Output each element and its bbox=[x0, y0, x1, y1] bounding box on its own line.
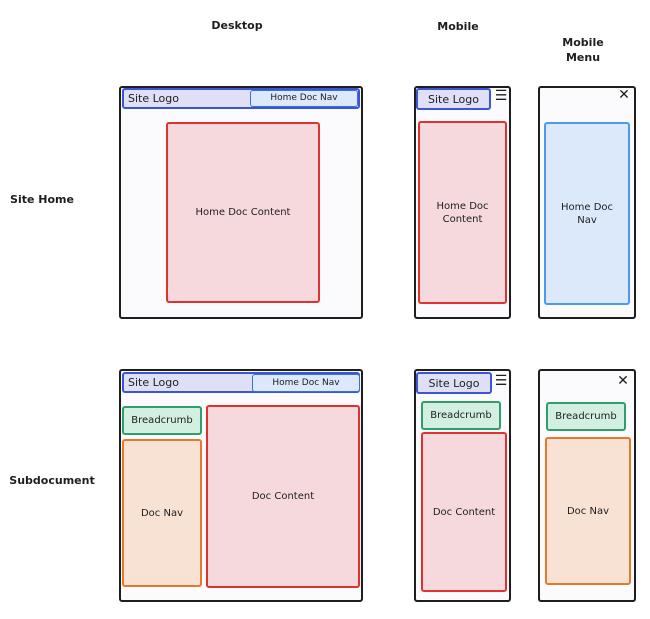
mobile-menu-home-doc-nav[interactable]: Home Doc Nav bbox=[544, 122, 630, 305]
row-label-subdocument: Subdocument bbox=[9, 474, 95, 487]
desktop-sub-doc-nav[interactable]: Doc Nav bbox=[122, 439, 202, 587]
site-logo-label: Site Logo bbox=[128, 376, 179, 389]
column-label-desktop: Desktop bbox=[211, 19, 263, 32]
mobile-menu-sub-breadcrumb[interactable]: Breadcrumb bbox=[546, 402, 626, 431]
desktop-home-doc-content: Home Doc Content bbox=[166, 122, 320, 303]
site-logo-label: Site Logo bbox=[128, 92, 179, 105]
mobile-sub-site-logo[interactable]: Site Logo bbox=[416, 372, 492, 394]
close-icon[interactable]: ✕ bbox=[617, 373, 629, 389]
desktop-home-doc-nav[interactable]: Home Doc Nav bbox=[250, 90, 358, 107]
hamburger-icon[interactable]: ☰ bbox=[494, 373, 508, 389]
mobile-menu-sub-doc-nav[interactable]: Doc Nav bbox=[545, 437, 631, 585]
desktop-sub-doc-content: Doc Content bbox=[206, 405, 360, 588]
mobile-home-site-logo[interactable]: Site Logo bbox=[416, 88, 491, 110]
column-label-mobile: Mobile bbox=[437, 20, 479, 33]
mobile-sub-doc-content: Doc Content bbox=[421, 432, 507, 592]
mobile-home-doc-content: Home Doc Content bbox=[418, 121, 507, 304]
mobile-sub-breadcrumb[interactable]: Breadcrumb bbox=[421, 401, 501, 430]
close-icon[interactable]: ✕ bbox=[618, 87, 630, 103]
column-label-mobile-menu: Mobile Menu bbox=[562, 36, 604, 64]
desktop-sub-home-doc-nav[interactable]: Home Doc Nav bbox=[252, 374, 360, 392]
desktop-sub-breadcrumb[interactable]: Breadcrumb bbox=[122, 406, 202, 435]
row-label-site-home: Site Home bbox=[10, 193, 74, 206]
hamburger-icon[interactable]: ☰ bbox=[494, 88, 508, 104]
